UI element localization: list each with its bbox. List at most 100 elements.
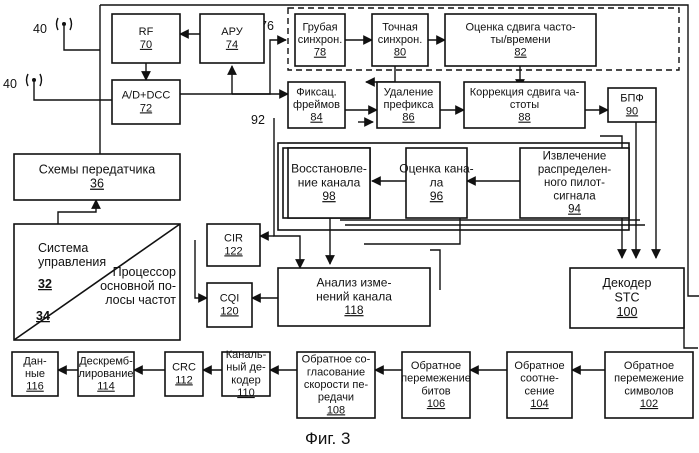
ref-group-92: 92 [251, 113, 265, 127]
frame-label: фреймов [293, 99, 340, 111]
chdec-label: Каналь- [226, 349, 267, 361]
est-ref-number: 82 [514, 47, 526, 59]
chdec-label: ный де- [226, 362, 266, 374]
bbp-label: Процессор [113, 265, 176, 279]
chdec-ref-number: 110 [237, 387, 255, 399]
tx-ref-number: 36 [90, 177, 104, 191]
stc-block: ДекодерSTC100 [570, 268, 684, 328]
restore-label: ние канала [298, 175, 361, 189]
figure-caption: Фиг. 3 [305, 429, 350, 448]
tx-label: Схемы передатчика [39, 162, 155, 176]
ref-antenna-b: 40 [3, 77, 17, 91]
descr-label: лирование [79, 368, 134, 380]
bitdei-ref-number: 106 [427, 398, 445, 410]
stc-ref-number: 100 [617, 305, 638, 319]
pilot-label: распределен- [538, 164, 611, 176]
frame-block: Фиксац.фреймов84 [288, 82, 345, 128]
symdei-label: символов [624, 385, 673, 397]
adc-ref-number: 72 [140, 102, 152, 114]
data-label: ные [25, 368, 45, 380]
ratem-ref-number: 108 [327, 404, 345, 416]
blocks-layer: RF70 АРУ74A/D+DCC72 Грубая синхрон. 78 Точная… [12, 14, 693, 418]
cqi-ref-number: 120 [220, 305, 238, 317]
restore-block: Восстановле-ние канала98 [288, 148, 370, 218]
data-label: Дан- [23, 355, 47, 367]
antenna-icon [27, 74, 42, 97]
demap-block: Обратноесоотне-сение104 [507, 352, 572, 418]
fine-label: Точная [382, 21, 418, 33]
prefix-label: Удаление [384, 86, 434, 98]
cqi-block: CQI120 [207, 283, 252, 327]
stc-label: STC [615, 290, 640, 304]
cir-block: CIR122 [207, 224, 260, 266]
pilot-block: Извлечениераспределен-ного пилот-сигнала… [520, 148, 629, 218]
fcorr-label: Коррекция сдвига ча- [470, 86, 580, 98]
est-label: ты/времени [491, 34, 551, 46]
crc-label: CRC [172, 362, 196, 374]
apu-ref-number: 74 [226, 39, 238, 51]
descr-ref-number: 114 [97, 381, 115, 393]
apu-label: АРУ [221, 26, 243, 38]
fcorr-block: Коррекция сдвига ча-стоты88 [464, 82, 585, 128]
chdec-block: Каналь-ный де-кодер110 [222, 349, 270, 399]
ratem-label: редачи [318, 392, 354, 404]
pilot-label: сигнала [553, 190, 596, 202]
fcorr-label: стоты [510, 99, 539, 111]
descr-block: Дескремб-лирование114 [78, 352, 134, 396]
pilot-ref-number: 94 [568, 204, 581, 216]
prefix-ref-number: 86 [402, 112, 414, 124]
symdei-label: перемежение [614, 373, 684, 385]
ratem-label: Обратное со- [302, 354, 371, 366]
coarse-label: Грубая [302, 21, 337, 33]
demap-label: сение [525, 385, 555, 397]
crc-block: CRC112 [165, 352, 203, 396]
chest-label: Оценка кана- [399, 162, 473, 176]
symdei-label: Обратное [624, 360, 674, 372]
prefix-block: Удалениепрефикса86 [377, 82, 440, 128]
prefix-label: префикса [384, 99, 435, 111]
demap-label: соотне- [520, 373, 559, 385]
ratem-label: гласование [307, 366, 365, 378]
bitdei-label: перемежение [401, 373, 471, 385]
coarse-ref-number: 78 [314, 47, 326, 59]
cir-ref-number: 122 [224, 245, 242, 257]
analysis-ref-number: 118 [344, 303, 363, 317]
control-ref-number: 32 [38, 277, 52, 291]
symdei-ref-number: 102 [640, 398, 658, 410]
analysis-label: Анализ изме- [317, 276, 392, 290]
frame-ref-number: 84 [310, 112, 322, 124]
ratem-block: Обратное со-гласованиескорости пе-редачи… [297, 352, 375, 418]
chest-block: Оценка кана-ла96 [399, 148, 473, 218]
bbp-label: лосы частот [105, 293, 176, 307]
analysis-label: нений канала [316, 289, 392, 303]
rf-label: RF [139, 26, 154, 38]
descr-label: Дескремб- [79, 355, 133, 367]
fine-block: Точнаясинхрон.80 [372, 14, 428, 66]
tx-block: Схемы передатчика36 [14, 154, 180, 200]
crc-ref-number: 112 [175, 374, 193, 386]
est-block: Оценка сдвига часто-ты/времени82 [445, 14, 596, 66]
control-label: Система [38, 241, 88, 255]
frame-label: Фиксац. [296, 86, 336, 98]
restore-ref-number: 98 [322, 189, 336, 203]
fine-label: синхрон. [378, 34, 423, 46]
demap-label: Обратное [514, 360, 564, 372]
fft-ref-number: 90 [626, 105, 638, 117]
restore-label: Восстановле- [291, 162, 367, 176]
chest-label: ла [430, 175, 444, 189]
chest-ref-number: 96 [430, 189, 444, 203]
chdec-label: кодер [231, 374, 260, 386]
pilot-label: Извлечение [543, 151, 607, 163]
adc-block: A/D+DCC72 [112, 80, 180, 124]
cqi-label: CQI [220, 293, 240, 305]
bitdei-block: Обратноеперемежениебитов106 [401, 352, 471, 418]
rf-ref-number: 70 [140, 39, 152, 51]
fft-label: БПФ [620, 93, 644, 105]
stc-label: Декодер [603, 276, 652, 290]
demap-ref-number: 104 [530, 398, 548, 410]
pilot-label: ного пилот- [544, 177, 605, 189]
fcorr-ref-number: 88 [518, 112, 530, 124]
data-ref-number: 116 [26, 381, 44, 393]
rf-block: RF70 [112, 14, 180, 63]
